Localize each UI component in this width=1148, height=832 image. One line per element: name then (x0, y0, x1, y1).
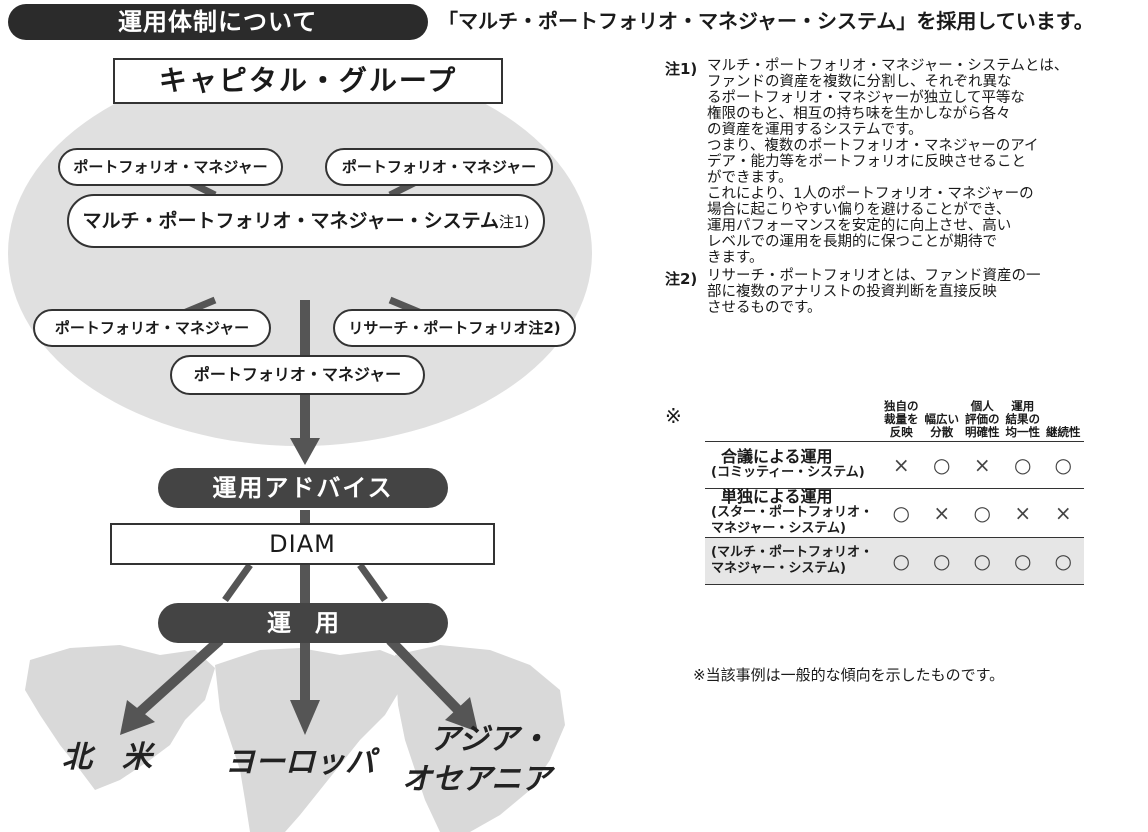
table-cell: ○ (921, 441, 962, 489)
arrow-head-na (120, 700, 155, 735)
region-europe: ヨーロッパ (225, 745, 375, 780)
note1-line: ができます。 (707, 170, 793, 186)
note2-text: リサーチ・ポートフォリオとは、ファンド資産の一 部に複数のアナリストの投資判断を… (707, 268, 1147, 316)
arrow-head-asia (445, 697, 478, 732)
research-note-ref: 注2) (528, 319, 561, 337)
table-cell: ○ (881, 537, 922, 585)
region-asia-line2: オセアニア (402, 762, 552, 797)
table-row: 合議による運用(コミッティー・システム) × ○ × ○ ○ (705, 441, 1084, 489)
region-north-america: 北 米 (62, 740, 152, 775)
section-subtitle: 「マルチ・ポートフォリオ・マネジャー・システム」を採用しています。 (438, 9, 1094, 33)
company-box: キャピタル・グループ (113, 58, 503, 104)
note1-line: ファンドの資産を複数に分割し、それぞれ異な (707, 74, 1012, 90)
note1-line: 運用パフォーマンスを安定的に向上させ、高い (707, 218, 1012, 234)
table-cell: ○ (962, 488, 1003, 538)
table-cell: × (962, 441, 1003, 489)
note2-line: リサーチ・ポートフォリオとは、ファンド資産の一 (707, 268, 1041, 284)
mpms-label: マルチ・ポートフォリオ・マネジャー・システム (82, 210, 500, 232)
region-asia-line1: アジア・ (430, 722, 549, 757)
table-cell: × (1002, 488, 1043, 538)
arrow-head-eu (290, 700, 320, 735)
region-arrows (136, 636, 462, 716)
table-cell: ○ (1043, 537, 1084, 585)
table-cell: ○ (1043, 441, 1084, 489)
note2-line: させるものです。 (707, 300, 822, 316)
table-asterisk: ※ (665, 404, 682, 428)
note1-line: つまり、複数のポートフォリオ・マネジャーのアイ (707, 138, 1039, 154)
table-footnote: ※当該事例は一般的な傾向を示したものです。 (693, 666, 1005, 684)
table-cell: × (1043, 488, 1084, 538)
table-cell: ○ (962, 537, 1003, 585)
table-cell: ○ (1002, 441, 1043, 489)
comparison-table: 独自の裁量を反映 幅広い分散 個人評価の明確性 運用結果の均一性 継続性 合議に… (705, 398, 1084, 585)
col-header-discretion: 独自の裁量を反映 (884, 399, 919, 439)
note1-line: これにより、1人のポートフォリオ・マネジャーの (707, 186, 1034, 202)
col-header-continuity: 継続性 (1046, 425, 1081, 439)
note1-label: 注1) (665, 60, 698, 78)
table-header-row: 独自の裁量を反映 幅広い分散 個人評価の明確性 運用結果の均一性 継続性 (705, 398, 1084, 442)
section-badge: 運用体制について (8, 4, 428, 40)
advice-pill: 運用アドバイス (158, 468, 448, 508)
row-label-multi: (マルチ・ポートフォリオ・マネジャー・システム) (705, 537, 881, 585)
operation-pill: 運 用 (158, 603, 448, 643)
col-header-uniformity: 運用結果の均一性 (1005, 399, 1041, 439)
note1-line: の資産を運用するシステムです。 (707, 122, 923, 138)
row-label-committee: 合議による運用(コミッティー・システム) (705, 441, 881, 489)
research-portfolio: リサーチ・ポートフォリオ注2) (333, 309, 576, 347)
mpms-note-ref: 注1) (499, 213, 530, 231)
table-row: (マルチ・ポートフォリオ・マネジャー・システム) ○ ○ ○ ○ ○ (705, 537, 1084, 585)
table-cell: × (881, 441, 922, 489)
table-cell: ○ (921, 537, 962, 585)
table-cell: × (921, 488, 962, 538)
note1-line: 場合に起こりやすい偏りを避けることができ、 (707, 202, 1011, 218)
col-header-clarity: 個人評価の明確性 (965, 399, 1000, 439)
table-cell: ○ (1002, 537, 1043, 585)
note1-line: デア・能力等をポートフォリオに反映させること (707, 154, 1026, 170)
diam-box: DIAM (110, 523, 495, 565)
diagram-graphics (8, 60, 592, 832)
mpms-ellipse: マルチ・ポートフォリオ・マネジャー・システム注1) (67, 194, 545, 248)
pm-bottom: ポートフォリオ・マネジャー (170, 355, 425, 395)
pm-mid-left: ポートフォリオ・マネジャー (33, 309, 271, 347)
pm-top-left: ポートフォリオ・マネジャー (58, 148, 283, 186)
col-header-diversification: 幅広い分散 (924, 412, 960, 439)
pm-top-right: ポートフォリオ・マネジャー (325, 148, 553, 186)
note1-line: マルチ・ポートフォリオ・マネジャー・システムとは、 (707, 58, 1069, 74)
row-label-star: 単独による運用(スター・ポートフォリオ・マネジャー・システム) (705, 488, 881, 538)
europe-shape (215, 648, 405, 832)
note1-text: マルチ・ポートフォリオ・マネジャー・システムとは、 ファンドの資産を複数に分割し… (707, 58, 1147, 266)
main-arrow-head (290, 438, 320, 465)
note1-line: レベルでの運用を長期的に保つことが期待で (707, 234, 997, 250)
research-label: リサーチ・ポートフォリオ (348, 319, 529, 337)
note2-label: 注2) (665, 270, 698, 288)
note1-line: るポートフォリオ・マネジャーが独立して平等な (707, 90, 1025, 106)
table-row: 単独による運用(スター・ポートフォリオ・マネジャー・システム) ○ × ○ × … (705, 488, 1084, 538)
note1-line: 権限のもと、相互の持ち味を生かしながら各々 (707, 106, 1011, 122)
note1-line: きます。 (707, 250, 764, 266)
note2-line: 部に複数のアナリストの投資判断を直接反映 (707, 284, 997, 300)
table-cell: ○ (881, 488, 922, 538)
